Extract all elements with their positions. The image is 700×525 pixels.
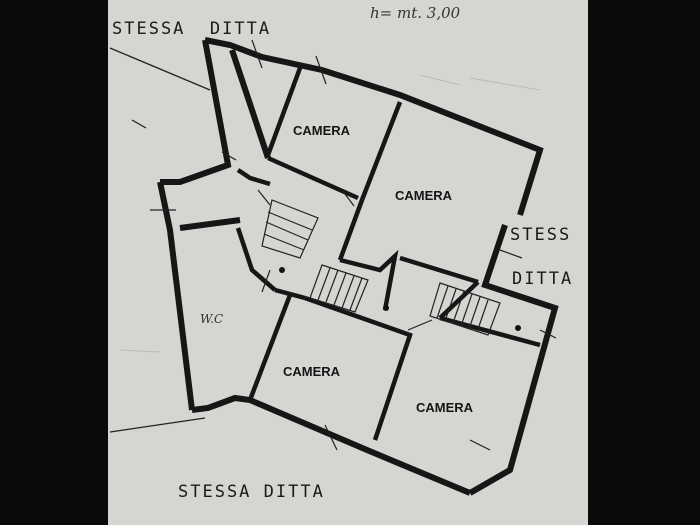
- neighbor-label-top: STESSA DITTA: [112, 19, 271, 39]
- room-label-wc: W.C: [200, 312, 223, 326]
- neighbor-label-right-1: STESS: [510, 225, 571, 245]
- room-label-camera-4: CAMERA: [416, 400, 474, 415]
- stair-top: [261, 199, 319, 259]
- stair-middle: [309, 264, 369, 313]
- stair-right: [429, 282, 501, 336]
- neighbor-label-bottom: STESSA DITTA: [178, 482, 325, 502]
- lot-boundary: [109, 47, 211, 433]
- scan-noise: [119, 74, 541, 353]
- room-label-camera-2: CAMERA: [395, 188, 453, 203]
- stair-markers: [279, 267, 521, 331]
- height-note: h= mt. 3,00: [370, 4, 461, 22]
- interior-walls: [235, 67, 541, 441]
- neighbor-label-right-2: DITTA: [512, 269, 573, 289]
- room-label-camera-3: CAMERA: [283, 364, 341, 379]
- outer-walls: [157, 37, 559, 496]
- opening-marks: [131, 39, 557, 451]
- room-label-camera-1: CAMERA: [293, 123, 351, 138]
